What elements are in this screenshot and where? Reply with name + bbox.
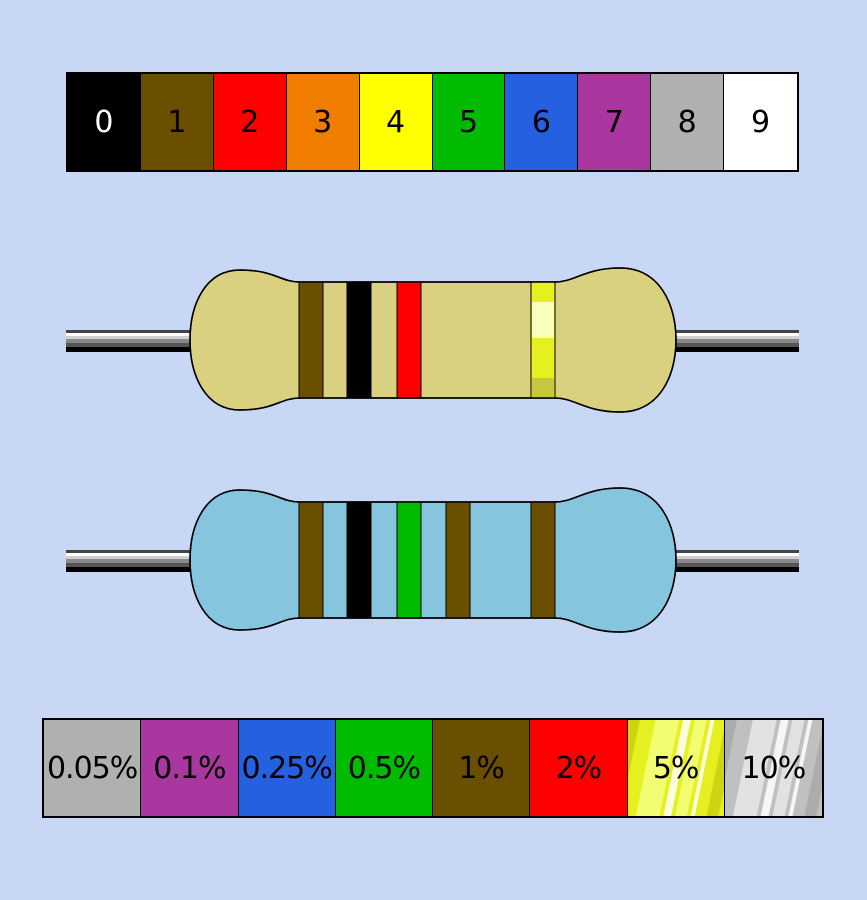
- gold-shine-pattern: [627, 720, 724, 816]
- digit-label: 2: [240, 104, 260, 140]
- digit-cell-1: 1: [140, 74, 214, 170]
- tolerance-cell-5pct: 5%: [627, 720, 725, 816]
- color-band-4: [445, 488, 471, 632]
- digit-label: 0: [94, 104, 114, 140]
- resistor-lead: [66, 330, 200, 352]
- tolerance-cell-10pct: 10%: [724, 720, 822, 816]
- tolerance-label: 10%: [741, 750, 807, 786]
- resistor-outline: [189, 267, 677, 413]
- digit-cell-7: 7: [578, 74, 652, 170]
- tolerance-label: 1%: [458, 750, 505, 786]
- tolerance-cell-0-5pct: 0.5%: [335, 720, 433, 816]
- digit-label: 1: [167, 104, 187, 140]
- digit-cell-0: 0: [68, 74, 141, 170]
- resistor-body: [189, 487, 677, 633]
- tolerance-label: 0.5%: [347, 750, 421, 786]
- digit-cell-9: 9: [724, 74, 798, 170]
- digit-label: 3: [313, 104, 333, 140]
- digit-label: 7: [604, 104, 624, 140]
- tolerance-label: 0.05%: [46, 750, 138, 786]
- color-band-2: [346, 488, 372, 632]
- resistor-5-band: [66, 487, 799, 633]
- digit-cell-2: 2: [213, 74, 287, 170]
- color-band-2: [346, 268, 372, 412]
- color-band-5: [530, 488, 556, 632]
- tolerance-label: 0.1%: [153, 750, 226, 786]
- tolerance-band-gold: [530, 268, 556, 412]
- silver-shine-pattern: [724, 720, 822, 816]
- tolerance-cell-0-25pct: 0.25%: [238, 720, 336, 816]
- digit-cell-5: 5: [432, 74, 506, 170]
- digit-label: 6: [531, 104, 551, 140]
- resistor-outline: [189, 487, 677, 633]
- color-band-1: [298, 268, 324, 412]
- digit-label: 4: [386, 104, 406, 140]
- digit-cell-8: 8: [651, 74, 725, 170]
- tolerance-label: 5%: [652, 750, 700, 786]
- tolerance-cell-0-05pct: 0.05%: [44, 720, 142, 816]
- resistor-lead: [66, 550, 200, 572]
- tolerance-cell-1pct: 1%: [433, 720, 531, 816]
- resistor-4-band: [66, 267, 799, 413]
- resistor-body: [189, 267, 677, 413]
- tolerance-label: 2%: [555, 750, 603, 786]
- digit-cell-3: 3: [286, 74, 360, 170]
- color-band-3: [396, 488, 422, 632]
- resistor-lead: [668, 550, 799, 572]
- color-band-1: [298, 488, 324, 632]
- tolerance-cell-0-1pct: 0.1%: [141, 720, 239, 816]
- digit-cell-6: 6: [505, 74, 579, 170]
- tolerance-color-strip: 0.05% 0.1% 0.25% 0.5% 1% 2% 5% 10%: [42, 718, 824, 818]
- digit-label: 5: [458, 104, 479, 140]
- digit-label: 8: [677, 104, 697, 140]
- tolerance-cell-2pct: 2%: [530, 720, 628, 816]
- digit-label: 9: [751, 104, 771, 140]
- color-band-3: [396, 268, 422, 412]
- digit-color-strip: 0 1 2 3 4 5 6 7 8 9: [66, 72, 799, 172]
- tolerance-label: 0.25%: [241, 750, 332, 786]
- digit-cell-4: 4: [359, 74, 433, 170]
- resistor-lead: [668, 330, 799, 352]
